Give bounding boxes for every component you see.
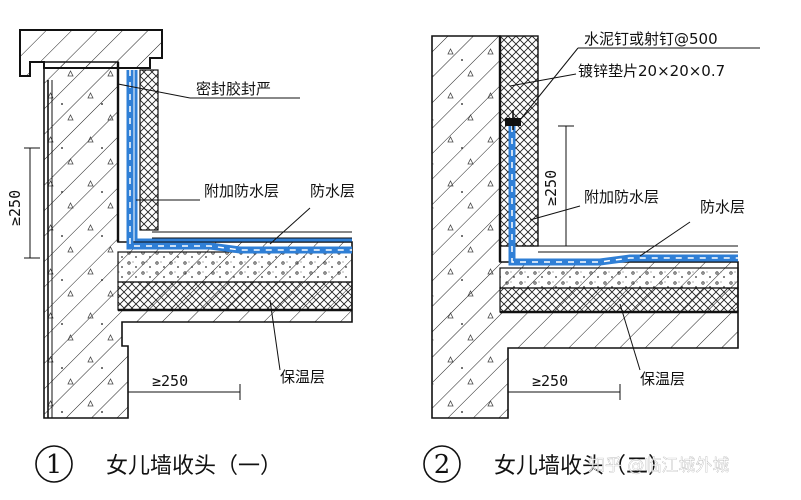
watermark: 知乎 @临江城外城 (588, 456, 729, 476)
right-insulation-layer (499, 287, 739, 313)
right-screed-layer (499, 267, 739, 289)
right-nail-label: 水泥钉或射钉@500 (584, 30, 718, 48)
right-detail-number: 2 (434, 450, 451, 480)
left-upstand-protection (139, 69, 159, 231)
right-vertical-dim: ≥250 (542, 170, 560, 206)
left-insulation-layer (117, 281, 353, 311)
right-detail (431, 35, 760, 419)
left-coping (19, 29, 163, 77)
right-detail-number-circle (423, 445, 461, 483)
left-detail-number-circle (35, 445, 73, 483)
right-additional-waterproof-label: 附加防水层 (584, 188, 659, 206)
right-upstand-protection (499, 35, 539, 247)
left-detail-number: 1 (46, 450, 63, 480)
left-detail (19, 29, 353, 419)
left-detail-caption: 女儿墙收头（一） (106, 454, 282, 479)
left-vertical-dim: ≥250 (6, 190, 24, 226)
left-sealant-label: 密封胶封严 (196, 80, 271, 98)
left-waterproof-label: 防水层 (310, 182, 355, 200)
right-insulation-label: 保温层 (640, 370, 685, 388)
right-waterproof-label: 防水层 (700, 198, 745, 216)
left-insulation-label: 保温层 (280, 368, 325, 386)
right-horizontal-dim: ≥250 (532, 372, 568, 390)
left-screed-layer (117, 251, 353, 283)
left-horizontal-dim: ≥250 (152, 372, 188, 390)
right-gasket-label: 镀锌垫片20×20×0.7 (578, 62, 725, 80)
right-detail-caption: 女儿墙收头（二） (494, 454, 670, 479)
left-additional-waterproof-label: 附加防水层 (204, 182, 279, 200)
